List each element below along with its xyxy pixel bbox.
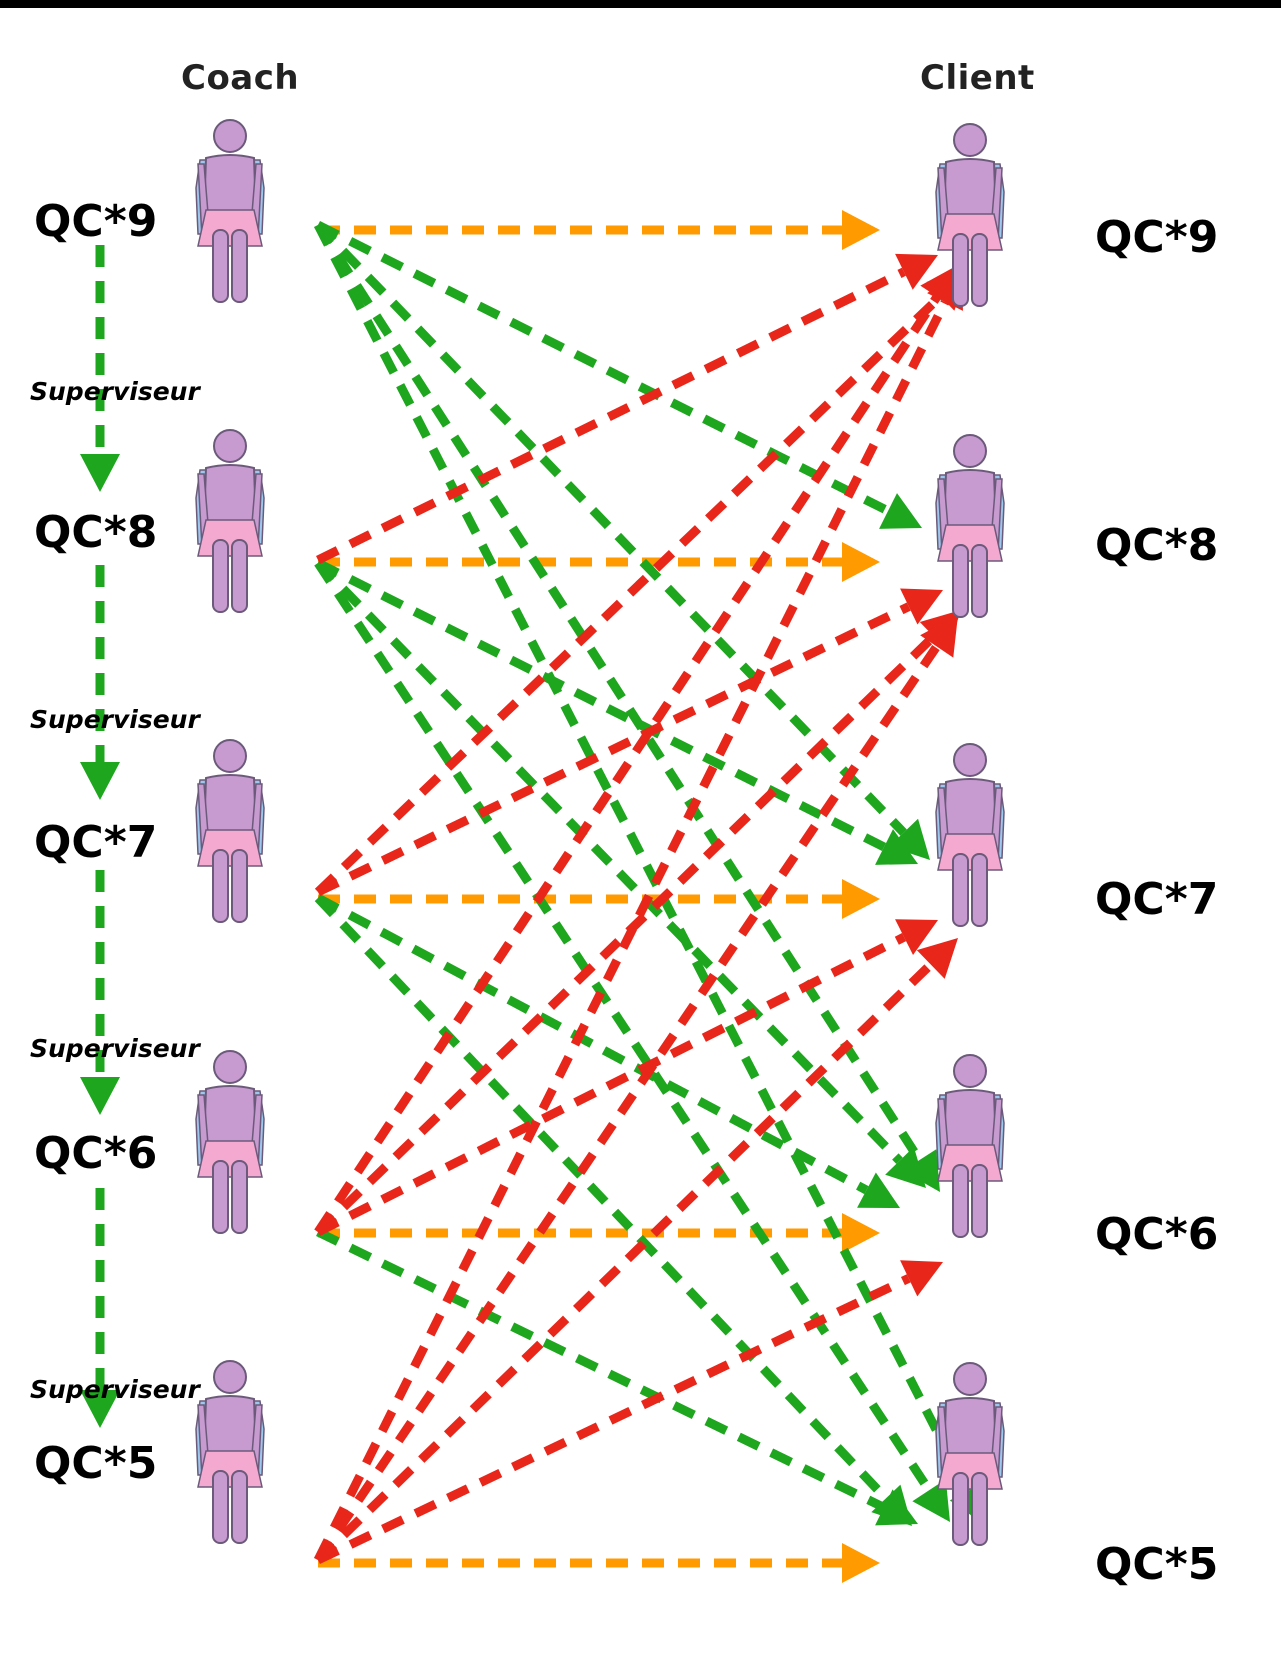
same-level-arrow-2 (318, 542, 880, 582)
supervision-label-2: Superviseur (30, 705, 200, 734)
upward-arrow-10 (313, 268, 963, 1563)
supervision-arrow-1 (80, 245, 120, 492)
supervision-arrow-3 (80, 870, 120, 1115)
supervision-label-3: Superviseur (30, 1034, 200, 1063)
upward-arrow-2 (316, 588, 943, 897)
coach-label-qc6: QC*6 (34, 1128, 158, 1179)
coach-person-icon-2 (195, 429, 265, 613)
client-person-icon-4 (935, 1054, 1005, 1238)
coach-label-qc7: QC*7 (34, 817, 158, 868)
same-level-arrow-4 (318, 1213, 880, 1253)
downward-arrow-6 (314, 559, 926, 1188)
coach-person-icon-5 (195, 1360, 265, 1544)
coach-label-qc8: QC*8 (34, 507, 158, 558)
client-label-qc9: QC*9 (1095, 212, 1219, 263)
upward-arrow-6 (314, 265, 958, 1235)
coach-column-title: Coach (181, 58, 300, 98)
arrows-layer (80, 210, 986, 1583)
client-label-qc5: QC*5 (1095, 1539, 1219, 1590)
upward-arrow-9 (314, 615, 958, 1563)
supervision-label-1: Superviseur (30, 377, 200, 406)
top-border (0, 0, 1281, 8)
coach-label-qc5: QC*5 (34, 1438, 158, 1489)
downward-arrow-3 (314, 222, 940, 1192)
same-level-arrow-5 (318, 1543, 880, 1583)
client-person-icon-5 (935, 1362, 1005, 1546)
client-label-qc8: QC*8 (1095, 520, 1219, 571)
downward-arrow-7 (314, 560, 950, 1522)
client-person-icon-1 (935, 123, 1005, 307)
downward-arrow-1 (315, 220, 922, 529)
coach-person-icon-4 (195, 1050, 265, 1234)
supervision-arrow-4 (80, 1188, 120, 1428)
people-layer (195, 119, 1005, 1546)
supervision-arrow-2 (80, 565, 120, 800)
upward-arrow-4 (315, 919, 938, 1237)
downward-arrow-5 (315, 558, 918, 865)
client-label-qc7: QC*7 (1095, 874, 1219, 925)
upward-arrow-8 (314, 938, 958, 1564)
upward-arrow-1 (316, 253, 938, 565)
coach-label-qc9: QC*9 (34, 196, 158, 247)
upward-arrow-5 (314, 610, 961, 1236)
downward-arrow-8 (315, 894, 900, 1208)
client-person-icon-3 (935, 743, 1005, 927)
client-column-title: Client (920, 58, 1035, 98)
client-label-qc6: QC*6 (1095, 1209, 1219, 1260)
same-level-arrow-1 (318, 210, 880, 250)
upward-arrow-7 (316, 1260, 943, 1565)
coach-person-icon-1 (195, 119, 265, 303)
downward-arrow-10 (316, 1227, 918, 1526)
client-person-icon-2 (935, 434, 1005, 618)
coach-person-icon-3 (195, 739, 265, 923)
same-level-arrow-3 (318, 879, 880, 919)
supervision-label-4: Superviseur (30, 1375, 200, 1404)
